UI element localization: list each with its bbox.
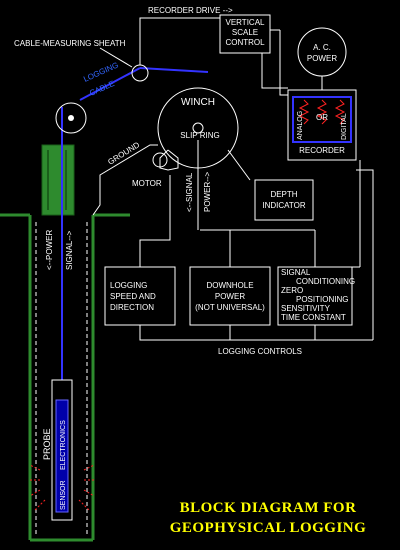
winch-label: WINCH [181,97,215,108]
ls-label-1: LOGGING [110,281,147,290]
logging-controls-label: LOGGING CONTROLS [218,347,302,356]
cable-sheath-label: CABLE-MEASURING SHEATH [14,39,126,48]
ac-label: A. C. [313,43,331,52]
digital-label: DIGITAL [341,113,348,140]
motor-label: MOTOR [132,179,162,188]
sheave-wheel [55,102,87,134]
signal-well-label: SIGNAL--> [65,230,74,270]
power-well-label: <--POWER [45,230,54,270]
depth-label: DEPTH [270,190,297,199]
probe [28,379,96,521]
logging-cable [61,67,209,440]
indicator-label: INDICATOR [262,201,305,210]
signal-arrow-label: <--SIGNAL [185,172,194,212]
power-label: POWER [307,54,337,63]
sc-label-1: SIGNAL [281,268,311,277]
ls-label-2: SPEED AND [110,292,156,301]
dp-label-2: POWER [215,292,245,301]
logging-cable-label-2: CABLE [88,79,116,98]
scale-label: SCALE [232,28,258,37]
measuring-sheath-wheel [131,64,149,82]
analog-label: ANALOG [297,111,304,140]
sc-label-3: ZERO [281,286,303,295]
title-line-1: BLOCK DIAGRAM FOR [180,500,357,516]
recorder-drive-label: RECORDER DRIVE --> [148,6,233,15]
slip-ring [192,122,204,134]
slip-ring-label: SLIP RING [180,131,219,140]
depth-indicator-box [254,179,314,221]
sc-label-6: TIME CONSTANT [281,313,346,322]
recorder-label: RECORDER [299,146,345,155]
vertical-label: VERTICAL [226,18,266,27]
motor [152,152,168,168]
probe-label: PROBE [42,428,52,460]
borehole [0,144,158,542]
electronics-label: ELECTRONICS [60,420,67,470]
control-label: CONTROL [225,38,265,47]
sensor-label: SENSOR [60,480,67,510]
casing-collar [41,144,75,216]
dp-label-1: DOWNHOLE [206,281,253,290]
logging-cable-label-1: LOGGING [82,60,120,83]
sc-label-2: CONDITIONING [296,277,355,286]
dp-label-3: (NOT UNIVERSAL) [195,303,265,312]
ls-label-3: DIRECTION [110,303,154,312]
title-line-2: GEOPHYSICAL LOGGING [170,520,367,536]
sc-label-5: SENSITIVITY [281,304,331,313]
vertical-scale-control-box [219,14,271,54]
or-label: OR [316,113,328,122]
power-arrow-label: POWER--> [203,171,212,212]
ac-power-circle [297,27,347,77]
connections [139,17,374,341]
sc-label-4: POSITIONING [296,295,348,304]
